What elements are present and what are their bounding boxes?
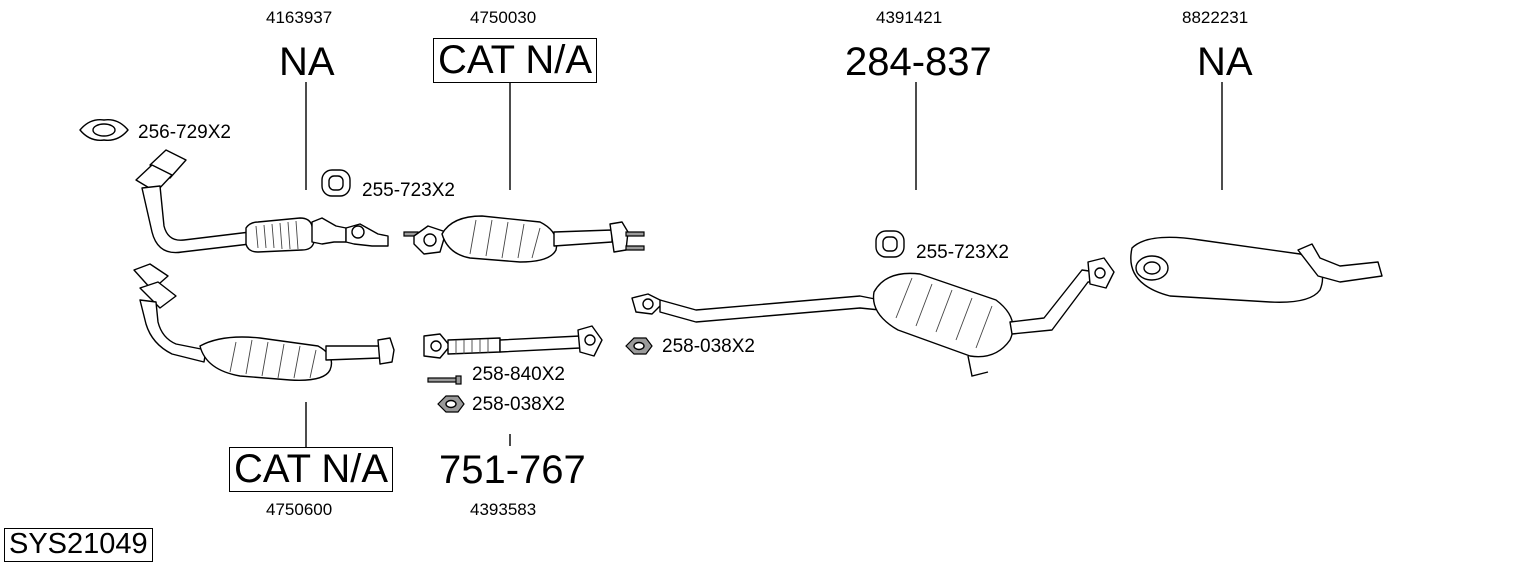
nut-icon[interactable]	[625, 337, 653, 355]
bolt-icon[interactable]	[427, 375, 462, 385]
intermediate-pipe-icon[interactable]	[423, 325, 603, 359]
oe-number: 4750600	[266, 500, 333, 519]
leader-lines	[305, 82, 1223, 448]
nut-icon[interactable]	[437, 395, 465, 413]
accessory-label[interactable]: 258-038X2	[662, 336, 755, 357]
catalytic-converter-lower-icon[interactable]	[133, 263, 395, 381]
rubber-mount-icon[interactable]	[875, 230, 905, 258]
accessory-label[interactable]: 255-723X2	[916, 242, 1009, 263]
part-code-link[interactable]: 284-837	[845, 40, 992, 84]
part-code-link[interactable]: CAT N/A	[229, 447, 394, 492]
accessory-label[interactable]: 256-729X2	[138, 122, 231, 143]
part-code-link[interactable]: NA	[279, 40, 335, 84]
gasket-icon[interactable]	[79, 119, 129, 141]
part-code-link[interactable]: CAT N/A	[433, 38, 598, 83]
accessory-label[interactable]: 258-038X2	[472, 394, 565, 415]
rubber-mount-icon[interactable]	[321, 169, 351, 197]
accessory-label[interactable]: 258-840X2	[472, 364, 565, 385]
oe-number: 4750030	[470, 8, 537, 27]
rear-silencer-icon[interactable]	[1130, 236, 1383, 303]
system-id: SYS21049	[4, 528, 153, 562]
accessory-label[interactable]: 255-723X2	[362, 180, 455, 201]
oe-number: 4391421	[876, 8, 943, 27]
part-code-link[interactable]: NA	[1197, 40, 1253, 84]
oe-number: 4163937	[266, 8, 333, 27]
part-code-link[interactable]: 751-767	[439, 448, 586, 492]
oe-number: 4393583	[470, 500, 537, 519]
catalytic-converter-front-icon[interactable]	[403, 215, 645, 263]
oe-number: 8822231	[1182, 8, 1249, 27]
center-silencer-icon[interactable]	[631, 257, 1115, 377]
front-pipe-upper-icon[interactable]	[135, 149, 389, 254]
